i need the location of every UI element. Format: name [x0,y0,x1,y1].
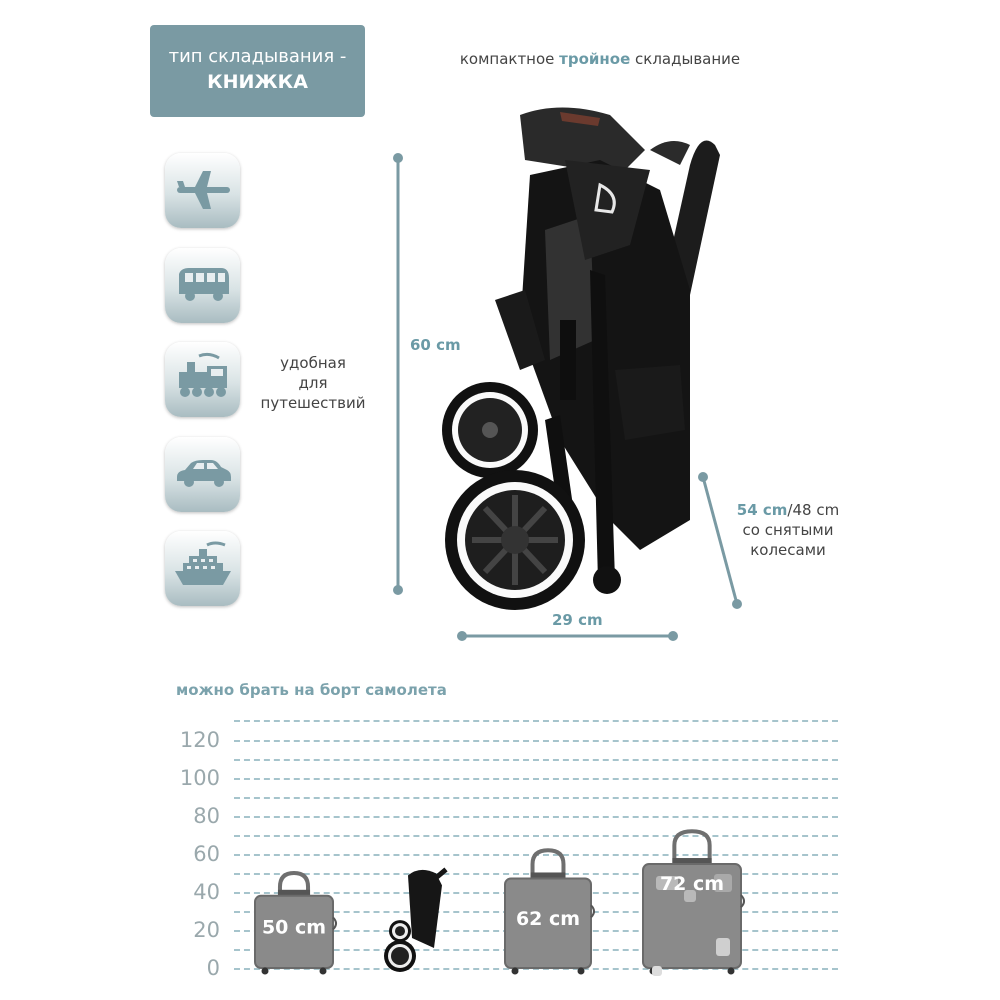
depth-alt: /48 cm [787,501,840,519]
folded-stroller-bar [384,867,448,972]
travel-text: удобная для путешествий [248,353,378,413]
caption-highlight: тройное [559,50,631,68]
fold-type-line2: КНИЖКА [207,71,308,93]
suitcase-sticker [652,966,662,977]
travel-text-line3: путешествий [260,394,366,412]
depth-dimension-line [698,472,742,609]
depth-note-line1: со снятыми [742,521,834,539]
gridline [234,835,838,837]
gridline [234,816,838,818]
y-tick-label: 100 [179,766,220,790]
y-tick-label: 60 [193,842,220,866]
gridline [234,778,838,780]
width-dimension-line [457,631,678,641]
suitcase-wheel [577,967,585,975]
gridline [234,797,838,799]
train-tile [165,342,240,417]
suitcase-sticker [684,890,696,903]
y-tick-label: 0 [206,956,220,980]
gridline [234,740,838,742]
bus-tile [165,248,240,323]
y-tick-label: 80 [193,804,220,828]
width-label: 29 cm [552,611,603,629]
suitcase-side-handle [740,894,745,908]
gridline [234,720,838,722]
y-tick-label: 120 [179,728,220,752]
airplane-icon [177,171,230,209]
depth-note-line2: колесами [750,541,826,559]
stroller-dimension-figure [393,107,742,641]
height-label: 60 cm [410,336,461,354]
fold-type-badge: тип складывания - КНИЖКА [150,25,365,117]
suitcase-handle-base [530,872,566,879]
car-tile [165,437,240,512]
suitcase-size-label: 62 cm [516,908,580,930]
airplane-tile [165,153,240,228]
travel-text-line2: для [298,374,328,392]
suitcase-handle [277,870,311,896]
suitcase-size-label: 50 cm [262,916,326,938]
suitcase-wheel [511,967,519,975]
car-icon [177,460,231,487]
y-tick-label: 40 [193,880,220,904]
height-dimension-line [393,153,403,595]
suitcase-bar: 72 cm [642,829,745,977]
depth-main: 54 cm [736,501,788,519]
folded-stroller-image [442,107,720,610]
ship-icon [175,541,231,585]
suitcase-sticker [716,938,730,957]
depth-label: 54 cm/48 cm со снятыми колесами [728,500,848,560]
suitcase-size-label: 72 cm [660,873,724,895]
suitcase-wheel [319,967,327,975]
fold-caption: компактное тройное складывание [400,50,800,68]
fold-type-line1: тип складывания - [168,46,347,67]
y-tick-label: 20 [193,918,220,942]
suitcase-sticker [714,874,732,893]
gridline [234,759,838,761]
suitcase-wheel [261,967,269,975]
mini-stroller-front-wheel-hub [391,947,409,965]
mini-stroller-rear-wheel-hub [395,926,405,937]
suitcase-body [504,877,592,969]
train-icon [179,352,227,397]
suitcase-wheel [727,967,735,975]
suitcase-side-handle [590,904,595,919]
suitcase-handle-base [277,889,311,896]
suitcase-side-handle [332,916,337,931]
mini-stroller-body [408,869,442,948]
mini-stroller-handle [432,867,448,882]
chart-title: можно брать на борт самолета [176,681,447,699]
ship-tile [165,531,240,606]
suitcase-sticker [656,876,678,891]
suitcase-handle [530,848,566,879]
suitcase-body [254,894,334,969]
suitcase-bar: 62 cm [504,848,595,975]
suitcase-bar: 50 cm [254,870,337,975]
travel-text-line1: удобная [280,354,346,372]
suitcase-handle-base [672,858,712,865]
bus-icon [179,268,229,301]
caption-after: складывание [630,50,741,68]
caption-before: компактное [459,50,560,68]
suitcase-handle [672,829,712,865]
